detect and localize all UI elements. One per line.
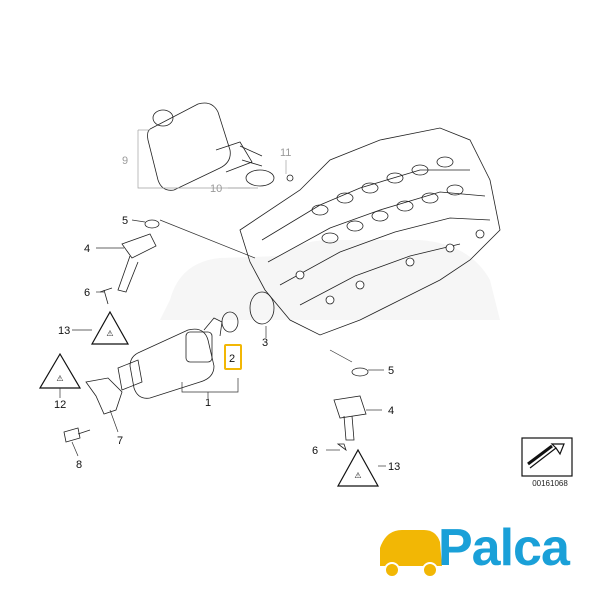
callout-13-lower: 13 bbox=[388, 461, 400, 473]
callout-9: 9 bbox=[122, 155, 128, 167]
callout-11: 11 bbox=[280, 147, 291, 159]
warning-triangle-icon: ⚠ bbox=[336, 448, 380, 487]
watermark-logo bbox=[160, 240, 500, 320]
callout-3: 3 bbox=[262, 337, 268, 349]
reference-code: 00161068 bbox=[532, 479, 568, 488]
callout-4-upper: 4 bbox=[84, 243, 90, 255]
callout-6-upper: 6 bbox=[84, 287, 90, 299]
camshaft-lobes bbox=[311, 156, 464, 244]
bracket-part-7 bbox=[85, 377, 123, 415]
callout-labels: 1 2 3 4 4 5 5 6 6 7 8 9 10 11 12 13 13 bbox=[54, 147, 400, 473]
eccentric-shaft-motor bbox=[147, 102, 294, 191]
head-bolts bbox=[295, 229, 485, 305]
brand-logo: Palca bbox=[372, 519, 588, 590]
callout-2: 2 bbox=[229, 353, 235, 365]
callout-1: 1 bbox=[205, 397, 211, 409]
o-ring-part-2 bbox=[221, 311, 239, 333]
leader-lines bbox=[59, 129, 386, 467]
cylinder-head bbox=[239, 127, 501, 336]
solenoid-valve bbox=[117, 317, 223, 399]
callout-5-lower: 5 bbox=[388, 365, 394, 377]
gasket-part-3 bbox=[249, 291, 275, 325]
svg-text:⚠: ⚠ bbox=[56, 374, 63, 383]
camshaft-sensor-lower bbox=[333, 367, 369, 452]
callout-12: 12 bbox=[54, 399, 66, 411]
camshaft-sensor-upper bbox=[99, 219, 160, 305]
callout-6-lower: 6 bbox=[312, 445, 318, 457]
svg-text:⚠: ⚠ bbox=[354, 471, 361, 480]
callout-10: 10 bbox=[210, 183, 222, 195]
callout-4-lower: 4 bbox=[388, 405, 394, 417]
reference-arrow-icon bbox=[521, 437, 573, 477]
svg-text:⚠: ⚠ bbox=[106, 329, 113, 338]
brand-name: Palca bbox=[438, 519, 570, 577]
callout-7: 7 bbox=[117, 435, 123, 447]
callout-13-upper: 13 bbox=[58, 325, 70, 337]
warning-triangle-icon: ⚠ bbox=[90, 310, 130, 345]
bolt-part-8 bbox=[63, 427, 91, 443]
highlight-box bbox=[224, 344, 242, 370]
warning-triangle-icon: ⚠ bbox=[38, 352, 82, 389]
brand-car-icon bbox=[380, 530, 442, 578]
callout-8: 8 bbox=[76, 459, 82, 471]
callout-5-upper: 5 bbox=[122, 215, 128, 227]
